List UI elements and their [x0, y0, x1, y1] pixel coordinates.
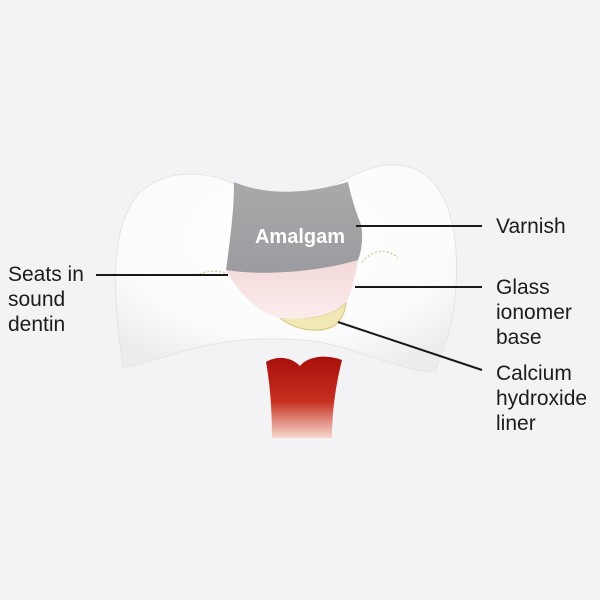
seats-in-dentin-label-line-1: Seats in: [8, 263, 84, 286]
calcium-hydroxide-label-line-3: liner: [496, 412, 536, 435]
cavity-margin-left: [195, 270, 229, 277]
seats-in-dentin-label-line-3: dentin: [8, 313, 65, 336]
seats-in-dentin-label-line-2: sound: [8, 288, 65, 311]
amalgam-label: Amalgam: [255, 226, 345, 248]
varnish-label: Varnish: [496, 215, 566, 238]
calcium-hydroxide-label-line-2: hydroxide: [496, 387, 587, 410]
amalgam-restoration: [226, 182, 363, 273]
cavity-margin-right: [361, 250, 399, 263]
glass-ionomer-base-layer: [226, 260, 358, 319]
glass-ionomer-label-line-3: base: [496, 326, 542, 349]
calcium-hydroxide-liner-layer: [278, 300, 347, 331]
glass-ionomer-label-line-1: Glass: [496, 276, 550, 299]
pulp-chamber: [266, 356, 342, 438]
calcium-hydroxide-label-line-1: Calcium: [496, 362, 572, 385]
calcium-hydroxide-leader-line: [337, 321, 483, 371]
glass-ionomer-label-line-2: ionomer: [496, 301, 572, 324]
